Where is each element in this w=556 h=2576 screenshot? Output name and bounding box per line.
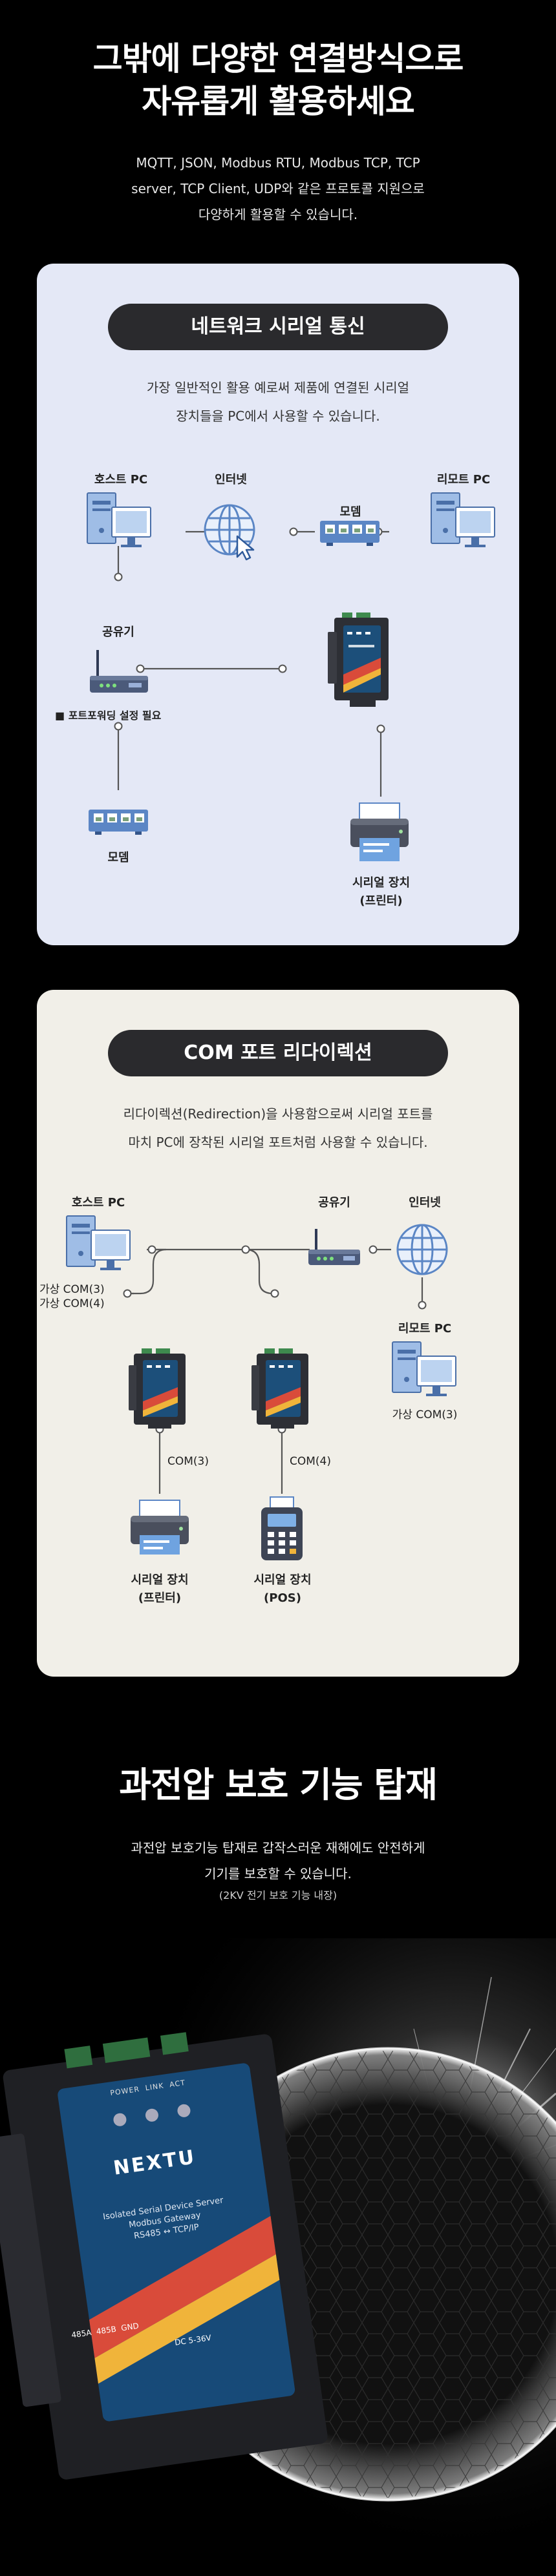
serial-device-name: 시리얼 장치 <box>352 876 411 890</box>
hero-title-line1: 그밖에 다양한 연결방식으로 <box>92 40 464 78</box>
com-connection-lines <box>131 1248 423 1494</box>
network-connection-lines <box>117 530 389 797</box>
overvoltage-desc-line2: 기기를 보호할 수 있습니다. <box>204 1866 352 1881</box>
com-remote-pc-icon <box>392 1341 456 1397</box>
hero-desc-line2: server, TCP Client, UDP와 같은 프로토콜 지원으로 <box>131 181 425 196</box>
com-internet-label: 인터넷 <box>409 1196 441 1209</box>
com4-gateway-device-icon <box>251 1348 308 1429</box>
virtual-com3-label: 가상 COM(3) <box>39 1283 105 1296</box>
com-redirection-card: COM 포트 리다이렉션 리다이렉션(Redirection)을 사용함으로써 … <box>37 990 519 1677</box>
com-serial-pos-label: 시리얼 장치 (POS) <box>237 1571 328 1607</box>
hero-description: MQTT, JSON, Modbus RTU, Modbus TCP, TCP … <box>0 150 556 227</box>
remote-pc-icon <box>431 492 495 548</box>
com-printer-icon <box>130 1500 189 1555</box>
com-desc-line1: 리다이렉션(Redirection)을 사용함으로써 시리얼 포트를 <box>123 1106 433 1122</box>
hero-title: 그밖에 다양한 연결방식으로 자유롭게 활용하세요 <box>0 37 556 123</box>
com3-gateway-device-icon <box>129 1348 186 1429</box>
network-section-title: 네트워크 시리얼 통신 <box>108 304 448 350</box>
overvoltage-title: 과전압 보호 기능 탑재 <box>119 1764 438 1805</box>
serial-device-label: 시리얼 장치 (프린터) <box>334 874 428 910</box>
energy-burst-graphic <box>0 1938 556 2576</box>
internet-label: 인터넷 <box>215 473 247 487</box>
network-diagram <box>87 492 495 862</box>
virtual-com4-label: 가상 COM(4) <box>39 1297 105 1310</box>
overvoltage-note: (2KV 전기 보호 기능 내장) <box>219 1889 337 1901</box>
modem-top-icon <box>320 521 380 546</box>
com-router-label: 공유기 <box>318 1196 350 1209</box>
com-host-pc-label: 호스트 PC <box>71 1196 125 1209</box>
internet-globe-icon <box>204 504 255 561</box>
com-remote-pc-label: 리모트 PC <box>398 1322 452 1335</box>
network-desc-line1: 가장 일반적인 활용 예로써 제품에 연결된 시리얼 <box>146 380 410 395</box>
network-section-description: 가장 일반적인 활용 예로써 제품에 연결된 시리얼 장치들을 PC에서 사용할… <box>37 373 519 430</box>
com-serial-printer-name: 시리얼 장치 <box>131 1573 189 1587</box>
gateway-device-photo <box>0 2032 328 2480</box>
modem-bottom-icon <box>89 810 148 835</box>
host-pc-icon <box>87 492 151 548</box>
com-section-title: COM 포트 리다이렉션 <box>108 1030 448 1076</box>
serial-gateway-device-icon <box>328 613 389 707</box>
com-serial-printer-label: 시리얼 장치 (프린터) <box>114 1571 205 1607</box>
network-desc-line2: 장치들을 PC에서 사용할 수 있습니다. <box>176 408 380 424</box>
network-serial-card: 네트워크 시리얼 통신 가장 일반적인 활용 예로써 제품에 연결된 시리얼 장… <box>37 264 519 945</box>
host-pc-label: 호스트 PC <box>94 473 148 487</box>
com-serial-pos-name: 시리얼 장치 <box>253 1573 312 1587</box>
com-desc-line2: 마치 PC에 장착된 시리얼 포트처럼 사용할 수 있습니다. <box>128 1135 428 1150</box>
com-router-icon <box>308 1229 360 1265</box>
com-internet-globe-icon <box>396 1224 448 1275</box>
hero-desc-line1: MQTT, JSON, Modbus RTU, Modbus TCP, TCP <box>136 155 420 171</box>
serial-device-type: (프린터) <box>359 894 403 908</box>
modem-bottom-label: 모뎀 <box>107 851 129 864</box>
com3-label: COM(3) <box>167 1455 209 1468</box>
port-forwarding-label: 포트포워딩 설정 필요 <box>68 709 162 722</box>
port-forwarding-note: ■ 포트포워딩 설정 필요 <box>55 707 161 722</box>
com-host-pc-icon <box>66 1215 131 1271</box>
com-redirection-diagram <box>66 1215 456 1561</box>
hero-title-line2: 자유롭게 활용하세요 <box>142 83 414 120</box>
pos-terminal-icon <box>261 1496 303 1561</box>
modem-top-label: 모뎀 <box>339 505 361 519</box>
overvoltage-visual: POWER LINK ACT NEXTU Isolated Serial Dev… <box>0 1938 556 2576</box>
printer-icon <box>350 802 409 862</box>
hero-desc-line3: 다양하게 활용할 수 있습니다. <box>198 207 358 222</box>
overvoltage-description: 과전압 보호기능 탑재로 갑작스러운 재해에도 안전하게 기기를 보호할 수 있… <box>0 1835 556 1887</box>
remote-pc-label: 리모트 PC <box>436 473 491 487</box>
com-section-description: 리다이렉션(Redirection)을 사용함으로써 시리얼 포트를 마치 PC… <box>37 1100 519 1157</box>
bullet-icon: ■ <box>55 709 69 722</box>
com-serial-pos-type: (POS) <box>264 1591 301 1605</box>
com4-label: COM(4) <box>290 1455 331 1468</box>
virtual-com-labels: 가상 COM(3) 가상 COM(4) <box>39 1283 105 1311</box>
com-serial-printer-type: (프린터) <box>138 1591 182 1605</box>
overvoltage-desc-line1: 과전압 보호기능 탑재로 갑작스러운 재해에도 안전하게 <box>131 1840 425 1856</box>
remote-virtual-com3-label: 가상 COM(3) <box>392 1408 458 1421</box>
router-label: 공유기 <box>102 625 134 639</box>
